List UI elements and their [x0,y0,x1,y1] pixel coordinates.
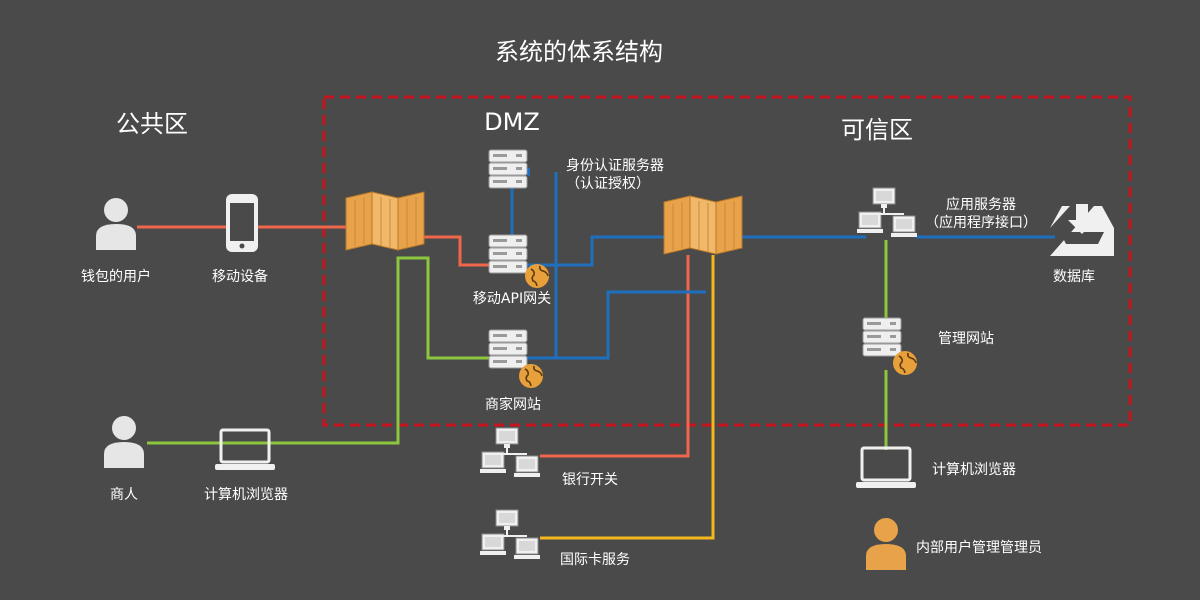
computer-browser-right-label: 计算机浏览器 [932,462,1016,478]
api-gateway-globe-icon [524,263,550,289]
green-link-merchant [147,256,500,445]
laptop-left-icon [213,428,277,472]
merchant-site-label: 商家网站 [485,397,541,413]
admin-site-label: 管理网站 [938,331,994,347]
blue-link-merchant-site [540,290,706,360]
wallet-user-icon [96,198,136,250]
dmz-boundary [322,95,1132,427]
merchant-label: 商人 [110,487,138,503]
identity-server-sublabel: （认证授权） [566,176,650,192]
identity-server-label: 身份认证服务器 [566,158,664,174]
app-server-sublabel: （应用程序接口） [925,215,1037,231]
diagram-title: 系统的体系结构 [495,38,663,66]
admin-site-globe-icon [892,350,918,376]
api-gateway-label: 移动API网关 [472,291,552,307]
red-link-user-mobile-gateway [137,225,500,267]
red-link-bank-switch [540,255,690,458]
intl-card-label: 国际卡服务 [560,552,630,568]
bank-switch-netpc-icon [479,427,541,478]
merchant-person-icon [104,416,144,468]
mobile-device-icon [226,194,258,252]
firewall-right-icon [663,195,743,255]
yellow-link-intl-card [540,255,715,540]
internal-admin-person-icon [866,518,906,570]
database-icon [1050,204,1114,256]
firewall-left-icon [345,191,425,251]
wallet-user-label: 钱包的用户 [81,269,151,285]
zone-public-label: 公共区 [116,110,188,138]
intl-card-netpc-icon [479,509,541,560]
app-server-netpc-icon [856,187,918,238]
zone-dmz-label: DMZ [484,108,540,136]
admin-site-server-icon [862,317,902,357]
api-gateway-server-icon [488,234,528,274]
identity-server-icon [488,149,528,189]
merchant-site-globe-icon [518,363,544,389]
app-server-label: 应用服务器 [946,197,1016,213]
merchant-site-server-icon [488,329,528,369]
internal-admin-label: 内部用户管理管理员 [916,540,1042,556]
computer-browser-left-label: 计算机浏览器 [204,487,288,503]
zone-trusted-label: 可信区 [841,116,913,144]
database-label: 数据库 [1053,269,1095,285]
mobile-device-label: 移动设备 [212,269,268,285]
bank-switch-label: 银行开关 [562,472,618,488]
connections [137,172,1055,540]
laptop-right-icon [854,446,918,490]
